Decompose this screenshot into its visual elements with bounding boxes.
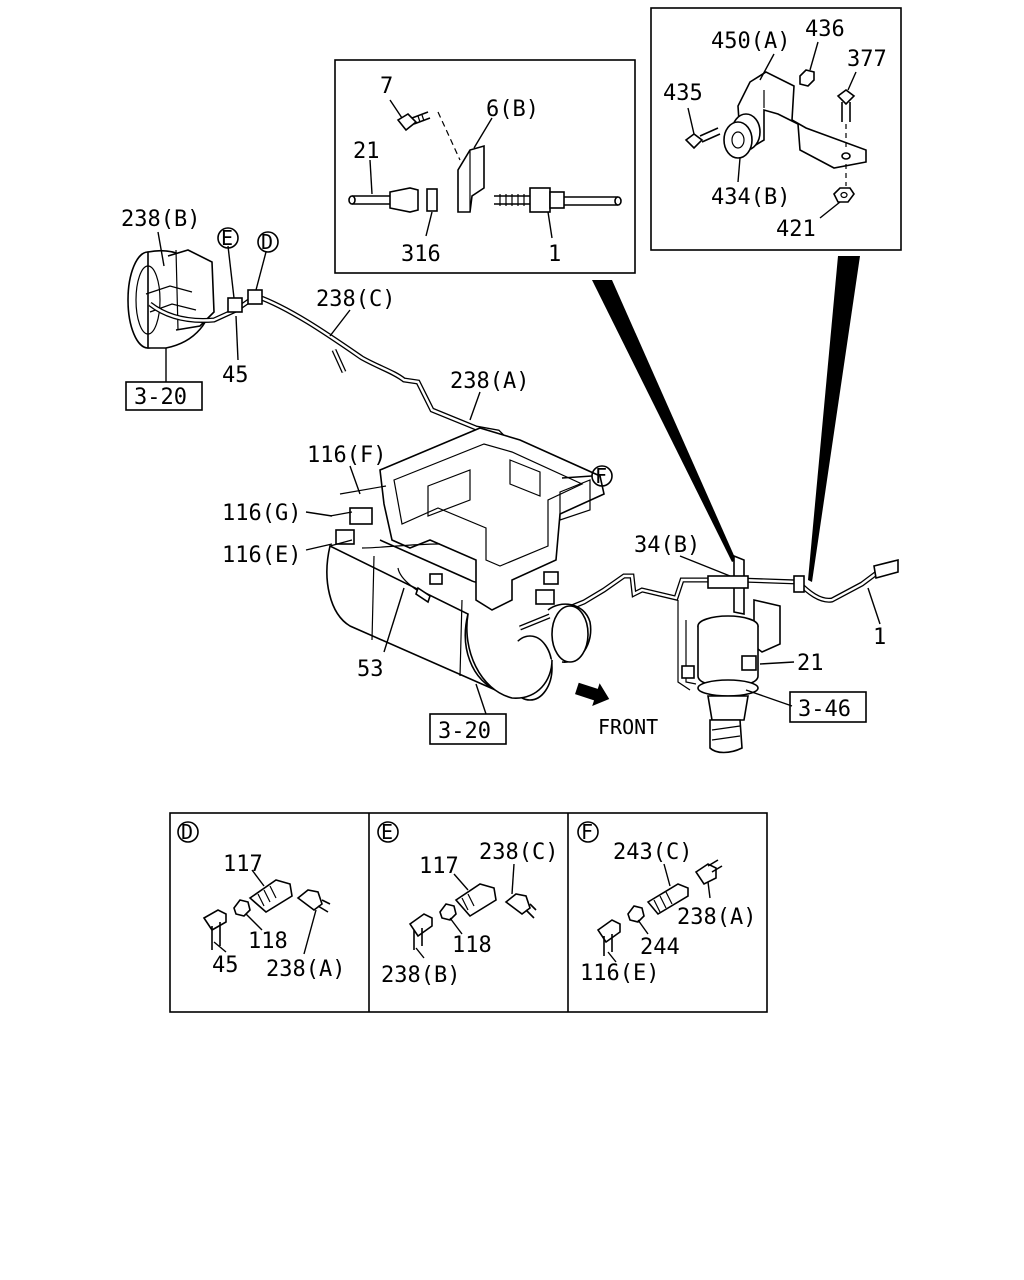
ref-box-3-20-left[interactable]	[125, 381, 203, 411]
ref-3-20-bottom[interactable]: 3-20	[438, 719, 491, 744]
ref-box-3-46[interactable]	[789, 691, 867, 723]
panel-F-116E: 116(E)	[580, 961, 659, 986]
ref-E[interactable]: E	[221, 226, 233, 250]
label-6B: 6(B)	[486, 97, 539, 122]
label-238B: 238(B)	[121, 207, 200, 232]
panel-E-id: E	[381, 820, 393, 844]
brake-chamber-left: 3-20 238(B)	[121, 207, 215, 411]
ref-box-3-20-bottom[interactable]	[429, 713, 507, 745]
air-lines	[148, 293, 880, 631]
label-front: FRONT	[598, 715, 658, 739]
fitting-icon	[494, 187, 622, 213]
label-436: 436	[805, 17, 845, 42]
panel-E-118: 118	[452, 933, 492, 958]
label-434B: 434(B)	[711, 185, 790, 210]
panel-D-238A: 238(A)	[266, 957, 345, 982]
label-116G: 116(G)	[222, 501, 301, 526]
relay-valve	[677, 554, 899, 754]
panel-F-id: F	[581, 820, 593, 844]
label-1-top: 1	[548, 242, 561, 267]
label-238A: 238(A)	[450, 369, 529, 394]
detail-connector-frame	[334, 59, 636, 274]
detail-bracket-frame	[650, 7, 902, 251]
bolt-icon-377	[836, 89, 856, 122]
panel-F-243C: 243(C)	[613, 840, 692, 865]
detail-bracket: 450(A) 436 377 435 434(B) 421	[650, 7, 902, 251]
nut-icon-436	[799, 69, 815, 87]
label-450A: 450(A)	[711, 29, 790, 54]
ref-3-20-left[interactable]: 3-20	[134, 385, 187, 410]
label-116F: 116(F)	[307, 443, 386, 468]
label-316: 316	[401, 242, 441, 267]
ref-3-46[interactable]: 3-46	[798, 697, 851, 722]
panel-E-238B: 238(B)	[381, 963, 460, 988]
detail-connector: 7 6(B) 21 316 1	[334, 59, 636, 274]
panel-F-244: 244	[640, 935, 680, 960]
bolt-icon-435	[684, 127, 721, 150]
panel-E: E 117 238(C) 118 238(B)	[377, 820, 558, 988]
detail-panels-frame	[169, 812, 768, 1013]
bolt-icon	[396, 111, 431, 132]
callout-wedge-connector	[592, 280, 736, 562]
air-tank-assembly	[326, 427, 605, 701]
panel-F-238A: 238(A)	[677, 905, 756, 930]
label-34B: 34(B)	[634, 533, 700, 558]
panel-D-45: 45	[212, 953, 239, 978]
label-53: 53	[357, 657, 384, 682]
ref-D[interactable]: D	[261, 230, 273, 254]
panel-E-117: 117	[419, 854, 459, 879]
panel-D-118: 118	[248, 929, 288, 954]
label-1-main: 1	[873, 625, 886, 650]
grommet-icon	[723, 113, 761, 159]
nut-icon-421	[833, 187, 855, 203]
label-421: 421	[776, 217, 816, 242]
label-21-top: 21	[353, 139, 380, 164]
panel-D: D 117 118 45 238(A)	[177, 820, 345, 982]
panel-F: F 243(C) 238(A) 244 116(E)	[577, 820, 756, 986]
tee-fitting-D: D	[247, 230, 279, 305]
tee-fitting-E: E	[217, 226, 243, 313]
label-377: 377	[847, 47, 887, 72]
label-238C: 238(C)	[316, 287, 395, 312]
label-45: 45	[222, 363, 249, 388]
bracket-icon	[457, 144, 485, 213]
label-435: 435	[663, 81, 703, 106]
panel-D-id: D	[181, 820, 193, 844]
front-arrow-icon	[575, 682, 610, 707]
label-21-main: 21	[797, 651, 824, 676]
label-7: 7	[380, 74, 393, 99]
panel-E-238C: 238(C)	[479, 840, 558, 865]
panel-D-117: 117	[223, 852, 263, 877]
label-116E: 116(E)	[222, 543, 301, 568]
callout-wedge-bracket	[808, 256, 860, 582]
ref-F[interactable]: F	[595, 464, 607, 488]
detail-panels: D 117 118 45 238(A)	[169, 812, 768, 1013]
